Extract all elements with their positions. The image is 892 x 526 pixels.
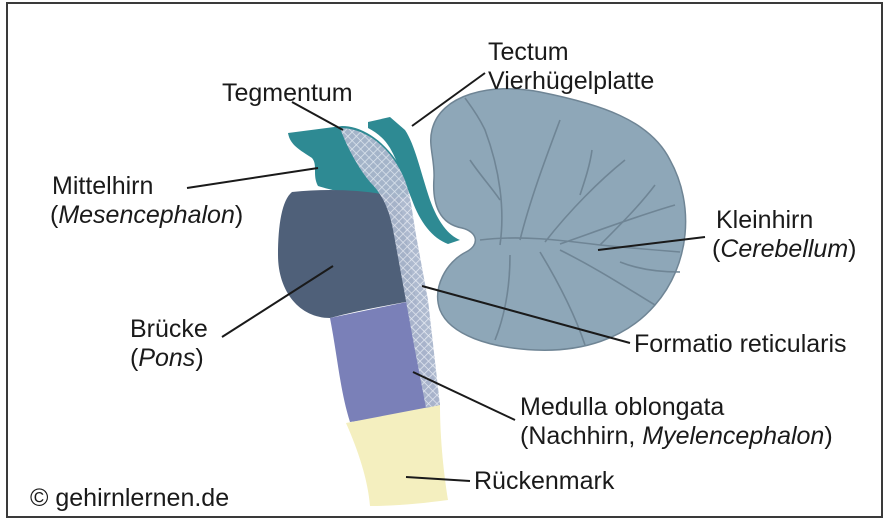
label-kleinhirn-line1: Kleinhirn	[712, 206, 857, 235]
label-mesencephalon-latin: Mesencephalon	[58, 201, 235, 229]
paren-close: )	[235, 201, 243, 229]
label-kleinhirn: Kleinhirn (Cerebellum)	[712, 206, 857, 264]
spinal-cord-shape	[346, 405, 448, 506]
paren-close: )	[824, 422, 832, 450]
label-rueckenmark-text: Rückenmark	[474, 467, 614, 495]
copyright-notice: © gehirnlernen.de	[30, 484, 229, 513]
label-tegmentum-text: Tegmentum	[222, 79, 353, 107]
label-medulla: Medulla oblongata (Nachhirn, Myelencepha…	[520, 393, 833, 451]
paren-close: )	[195, 344, 203, 372]
label-medulla-nachhirn: (Nachhirn,	[520, 422, 642, 450]
label-kleinhirn-line2: (Cerebellum)	[712, 235, 857, 264]
label-cerebellum-latin: Cerebellum	[720, 235, 848, 263]
paren-close: )	[848, 235, 856, 263]
label-medulla-line2: (Nachhirn, Myelencephalon)	[520, 422, 833, 451]
cerebellum-shape	[431, 89, 686, 350]
label-mittelhirn-line2: (Mesencephalon)	[50, 201, 243, 230]
label-bruecke-line1: Brücke	[130, 315, 208, 344]
label-mittelhirn-line1: Mittelhirn	[50, 172, 243, 201]
label-formatio-text: Formatio reticularis	[634, 330, 847, 358]
label-bruecke: Brücke (Pons)	[130, 315, 208, 373]
label-mittelhirn: Mittelhirn (Mesencephalon)	[50, 172, 243, 230]
label-rueckenmark: Rückenmark	[474, 467, 614, 496]
label-bruecke-line2: (Pons)	[130, 344, 208, 373]
label-tectum-line2: Vierhügelplatte	[488, 67, 654, 96]
label-medulla-line1: Medulla oblongata	[520, 393, 833, 422]
label-tegmentum: Tegmentum	[222, 79, 353, 108]
label-pons-latin: Pons	[138, 344, 195, 372]
label-myelencephalon-latin: Myelencephalon	[642, 422, 824, 450]
label-tectum-line1: Tectum	[488, 38, 654, 67]
label-formatio: Formatio reticularis	[634, 330, 847, 359]
label-tectum: Tectum Vierhügelplatte	[488, 38, 654, 96]
